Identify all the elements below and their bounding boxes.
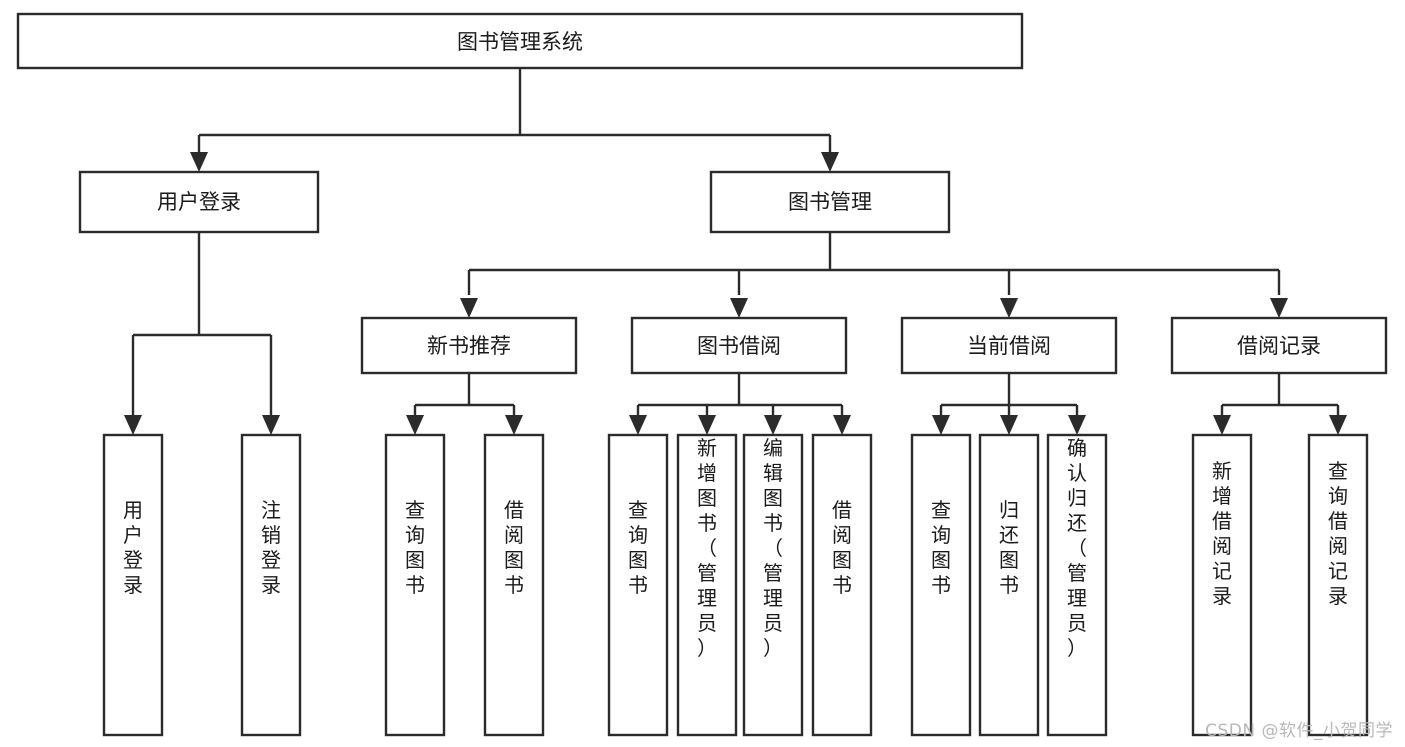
leaf-node-new-book-2[interactable]: 借阅图书 — [483, 433, 545, 737]
leaf-node-current-borrow-2[interactable]: 归还图书 — [978, 433, 1040, 737]
arrowhead-leaf-bookborrow-2 — [698, 415, 716, 435]
leaf-node-current-borrow-3[interactable]: 确认归还（管理员） — [1046, 433, 1108, 737]
leaf-label-borrow-record-1: 新增借阅记录 — [1212, 459, 1232, 608]
leaf-node-new-book-1[interactable]: 查询图书 — [384, 433, 446, 737]
leaf-box-new-book-1[interactable] — [384, 433, 446, 737]
leaf-node-book-borrow-2[interactable]: 新增图书（管理员） — [676, 433, 738, 737]
node-book-management[interactable]: 图书管理 — [709, 170, 951, 234]
node-book-borrow-label: 图书借阅 — [697, 334, 781, 358]
arrowhead-userlogin — [190, 152, 208, 172]
leaf-box-current-borrow-3[interactable] — [1046, 433, 1108, 737]
leaf-box-book-borrow-1[interactable] — [607, 433, 669, 737]
arrowhead-leaf-borrowrecord-2 — [1329, 415, 1347, 435]
leaf-label-book-borrow-3: 编辑图书（管理员） — [763, 436, 783, 660]
node-borrow-record-box[interactable] — [1170, 316, 1388, 375]
node-book-borrow-box[interactable] — [630, 316, 848, 375]
node-current-borrow-label: 当前借阅 — [967, 334, 1051, 358]
node-root-label: 图书管理系统 — [457, 30, 583, 54]
leaf-label-new-book-1: 查询图书 — [405, 498, 425, 597]
leaf-node-borrow-record-1[interactable]: 新增借阅记录 — [1191, 433, 1253, 737]
leaf-box-user-login-2[interactable] — [240, 433, 302, 737]
arrowhead-bookmgmt — [821, 152, 839, 172]
arrowhead-leaf-newbook-2 — [505, 415, 523, 435]
node-root-box[interactable] — [16, 12, 1024, 70]
leaf-box-borrow-record-2[interactable] — [1307, 433, 1369, 737]
arrowhead-leaf-borrowrecord-1 — [1213, 415, 1231, 435]
arrowhead-newbook — [460, 298, 478, 318]
leaf-node-book-borrow-3[interactable]: 编辑图书（管理员） — [742, 433, 804, 737]
leaf-label-book-borrow-1: 查询图书 — [628, 498, 648, 597]
arrowhead-leaf-user-login-1 — [124, 415, 142, 435]
node-root-book-management-system[interactable]: 图书管理系统 — [16, 12, 1024, 70]
arrowhead-leaf-bookborrow-3 — [764, 415, 782, 435]
node-new-book-recommend-box[interactable] — [360, 316, 578, 375]
arrowhead-leaf-currentborrow-2 — [1000, 415, 1018, 435]
arrowhead-leaf-bookborrow-1 — [629, 415, 647, 435]
leaf-box-book-borrow-2[interactable] — [676, 433, 738, 737]
arrowhead-currentborrow — [1000, 298, 1018, 318]
node-current-borrow[interactable]: 当前借阅 — [900, 316, 1118, 375]
leaf-label-book-borrow-2: 新增图书（管理员） — [697, 436, 717, 660]
leaf-node-book-borrow-4[interactable]: 借阅图书 — [811, 433, 873, 737]
node-user-login[interactable]: 用户登录 — [78, 170, 320, 234]
leaf-box-borrow-record-1[interactable] — [1191, 433, 1253, 737]
leaf-label-current-borrow-2: 归还图书 — [999, 498, 1019, 597]
leaf-node-current-borrow-1[interactable]: 查询图书 — [910, 433, 972, 737]
leaf-label-new-book-2: 借阅图书 — [504, 498, 524, 597]
node-new-book-recommend[interactable]: 新书推荐 — [360, 316, 578, 375]
leaf-node-book-borrow-1[interactable]: 查询图书 — [607, 433, 669, 737]
arrowhead-leaf-currentborrow-3 — [1068, 415, 1086, 435]
node-new-book-recommend-label: 新书推荐 — [427, 334, 511, 358]
leaf-box-new-book-2[interactable] — [483, 433, 545, 737]
node-book-borrow[interactable]: 图书借阅 — [630, 316, 848, 375]
node-borrow-record[interactable]: 借阅记录 — [1170, 316, 1388, 375]
leaf-label-user-login-2: 注销登录 — [261, 498, 281, 597]
arrowhead-bookborrow — [730, 298, 748, 318]
leaf-box-book-borrow-4[interactable] — [811, 433, 873, 737]
node-user-login-label: 用户登录 — [157, 190, 241, 214]
leaf-label-user-login-1: 用户登录 — [123, 498, 143, 597]
leaf-box-current-borrow-1[interactable] — [910, 433, 972, 737]
node-current-borrow-box[interactable] — [900, 316, 1118, 375]
leaf-box-book-borrow-3[interactable] — [742, 433, 804, 737]
node-book-management-label: 图书管理 — [788, 190, 872, 214]
leaf-node-borrow-record-2[interactable]: 查询借阅记录 — [1307, 433, 1369, 737]
node-borrow-record-label: 借阅记录 — [1237, 334, 1321, 358]
leaf-box-current-borrow-2[interactable] — [978, 433, 1040, 737]
leaf-label-book-borrow-4: 借阅图书 — [832, 498, 852, 597]
node-user-login-box[interactable] — [78, 170, 320, 234]
arrowhead-borrowrecord — [1270, 298, 1288, 318]
connector-layer — [124, 68, 1347, 435]
leaf-node-user-login-2[interactable]: 注销登录 — [240, 433, 302, 737]
leaf-node-user-login-1[interactable]: 用户登录 — [102, 433, 164, 737]
leaf-label-borrow-record-2: 查询借阅记录 — [1328, 459, 1348, 608]
arrowhead-leaf-user-login-2 — [262, 415, 280, 435]
arrowhead-leaf-currentborrow-1 — [932, 415, 950, 435]
node-book-management-box[interactable] — [709, 170, 951, 234]
arrowhead-leaf-newbook-1 — [406, 415, 424, 435]
leaf-box-user-login-1[interactable] — [102, 433, 164, 737]
leaf-label-current-borrow-1: 查询图书 — [931, 498, 951, 597]
arrowhead-leaf-bookborrow-4 — [833, 415, 851, 435]
leaf-label-current-borrow-3: 确认归还（管理员） — [1067, 436, 1087, 660]
